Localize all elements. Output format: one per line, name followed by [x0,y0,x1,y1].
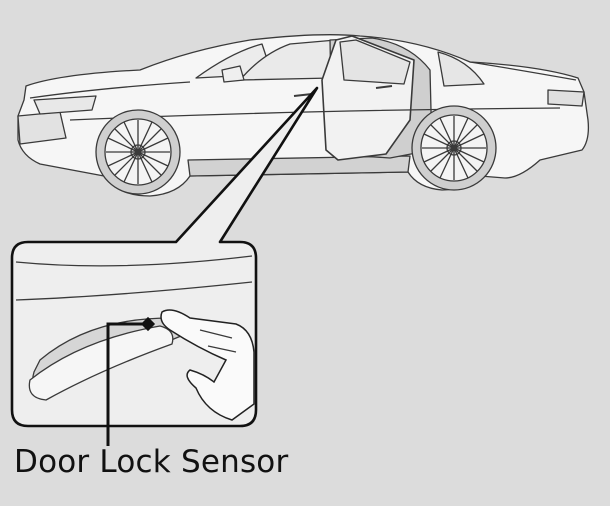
front-door-handle [293,93,313,97]
magnification-callout [10,86,319,446]
front-window [239,39,337,81]
zoomed-door-handle [15,255,255,421]
rear-window [437,51,485,87]
car-sill [187,155,411,177]
headlight [33,95,97,115]
side-mirror [221,65,245,83]
rear-door-handle [375,85,393,89]
front-wheel [95,109,181,195]
open-door-window [339,39,411,85]
handle-grip [28,325,174,401]
finger-crease [199,329,237,353]
door-lock-sensor-label: Door Lock Sensor [14,444,289,480]
taillight [547,89,585,107]
trunk-line [469,61,577,81]
door-panel-line-2 [15,281,253,301]
car-illustration [17,34,590,197]
sensor-marker [140,316,156,332]
sensor-leader-line [106,322,148,446]
door-panel-line [15,255,253,267]
hood-line [29,81,191,99]
rear-wheel [411,105,497,191]
front-grille [17,111,67,145]
